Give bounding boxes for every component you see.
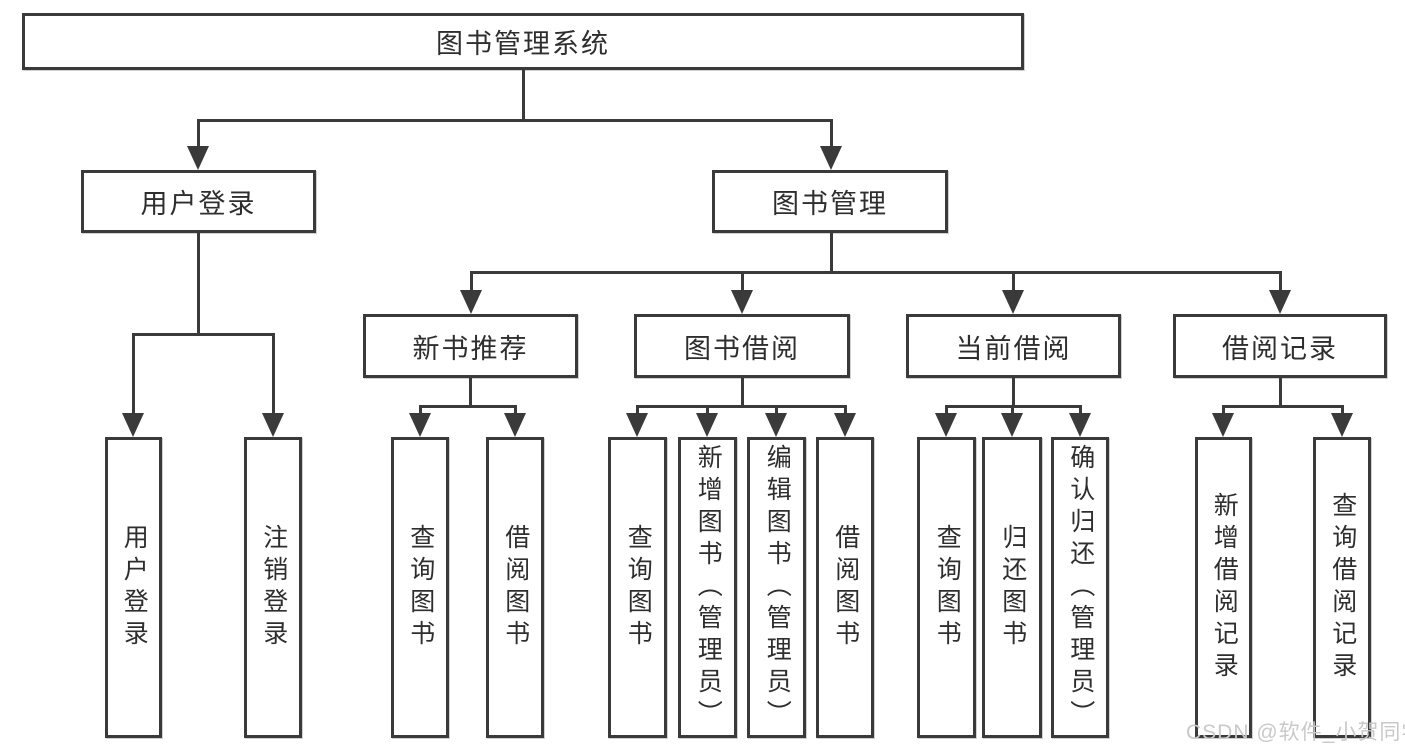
connector-line <box>945 405 948 413</box>
connector-line <box>419 405 517 408</box>
leaf-label: 注销登录 <box>259 523 288 652</box>
connector-line <box>1011 405 1014 413</box>
leaf-label: 查询图书 <box>406 523 435 652</box>
connector-line <box>706 405 709 413</box>
arrow-down-icon <box>820 146 842 170</box>
node-book-management: 图书管理 <box>712 170 948 233</box>
connector-line <box>197 233 200 334</box>
leaf-edit-books-admin: 编辑图书（管理员） <box>747 437 806 738</box>
node-borrow-records: 借阅记录 <box>1173 314 1387 378</box>
connector-line <box>522 70 525 120</box>
leaf-label: 查询图书 <box>933 523 962 652</box>
arrow-down-icon <box>1269 290 1291 314</box>
connector-line <box>1341 405 1344 413</box>
connector-line <box>197 119 833 122</box>
connector-line <box>419 405 422 413</box>
arrow-down-icon <box>1212 413 1234 437</box>
leaf-recommend-borrow-books: 借阅图书 <box>486 437 544 738</box>
leaf-add-borrow-record: 新增借阅记录 <box>1195 437 1252 738</box>
leaf-label: 确认归还（管理员） <box>1066 443 1095 732</box>
arrow-down-icon <box>1002 290 1024 314</box>
arrow-down-icon <box>504 413 526 437</box>
arrow-down-icon <box>696 413 718 437</box>
connector-line <box>272 333 275 413</box>
leaf-label: 新增图书（管理员） <box>694 443 723 732</box>
arrow-down-icon <box>626 413 648 437</box>
connector-line <box>197 119 200 146</box>
connector-line <box>1222 405 1225 413</box>
connector-line <box>830 119 833 146</box>
leaf-current-query-books: 查询图书 <box>917 437 976 738</box>
arrow-down-icon <box>765 413 787 437</box>
leaf-label: 编辑图书（管理员） <box>763 443 792 732</box>
watermark: CSDN @软件_小贺同学 <box>1186 721 1405 744</box>
connector-line <box>1012 271 1015 290</box>
leaf-return-books: 归还图书 <box>982 437 1042 738</box>
leaf-borrow-books: 借阅图书 <box>816 437 874 738</box>
leaf-label: 查询图书 <box>624 523 653 652</box>
arrow-down-icon <box>187 146 209 170</box>
connector-line <box>1222 405 1344 408</box>
connector-line <box>741 378 744 406</box>
leaf-label: 查询借阅记录 <box>1328 491 1357 684</box>
leaf-label: 新增借阅记录 <box>1210 491 1239 684</box>
leaf-label: 用户登录 <box>120 523 149 652</box>
connector-line <box>636 405 847 408</box>
connector-line <box>469 378 472 406</box>
connector-line <box>830 233 833 272</box>
leaf-recommend-query-books: 查询图书 <box>391 437 449 738</box>
connector-line <box>775 405 778 413</box>
leaf-query-borrow-record: 查询借阅记录 <box>1313 437 1371 738</box>
connector-line <box>741 271 744 290</box>
connector-line <box>1279 378 1282 406</box>
arrow-down-icon <box>834 413 856 437</box>
arrow-down-icon <box>731 290 753 314</box>
arrow-down-icon <box>409 413 431 437</box>
node-new-book-recommend: 新书推荐 <box>363 314 578 378</box>
connector-line <box>132 333 135 413</box>
leaf-label: 借阅图书 <box>831 523 860 652</box>
arrow-down-icon <box>1331 413 1353 437</box>
arrow-down-icon <box>122 413 144 437</box>
arrow-down-icon <box>1069 413 1091 437</box>
leaf-logout: 注销登录 <box>244 437 302 738</box>
leaf-add-books-admin: 新增图书（管理员） <box>678 437 737 738</box>
connector-line <box>514 405 517 413</box>
connector-line <box>636 405 639 413</box>
connector-line <box>132 333 275 336</box>
arrow-down-icon <box>1001 413 1023 437</box>
leaf-user-login: 用户登录 <box>105 437 162 738</box>
leaf-borrow-query-books: 查询图书 <box>608 437 667 738</box>
node-user-login: 用户登录 <box>81 170 316 233</box>
arrow-down-icon <box>935 413 957 437</box>
connector-line <box>1079 405 1082 413</box>
leaf-confirm-return-admin: 确认归还（管理员） <box>1051 437 1109 738</box>
node-root: 图书管理系统 <box>22 13 1024 70</box>
connector-line <box>1279 271 1282 290</box>
arrow-down-icon <box>460 290 482 314</box>
connector-line <box>470 271 1282 274</box>
connector-line <box>1012 378 1015 406</box>
arrow-down-icon <box>262 413 284 437</box>
connector-line <box>844 405 847 413</box>
node-book-borrow: 图书借阅 <box>634 314 850 378</box>
connector-line <box>470 271 473 290</box>
leaf-label: 借阅图书 <box>501 523 530 652</box>
leaf-label: 归还图书 <box>998 523 1027 652</box>
node-current-borrow: 当前借阅 <box>906 314 1121 378</box>
